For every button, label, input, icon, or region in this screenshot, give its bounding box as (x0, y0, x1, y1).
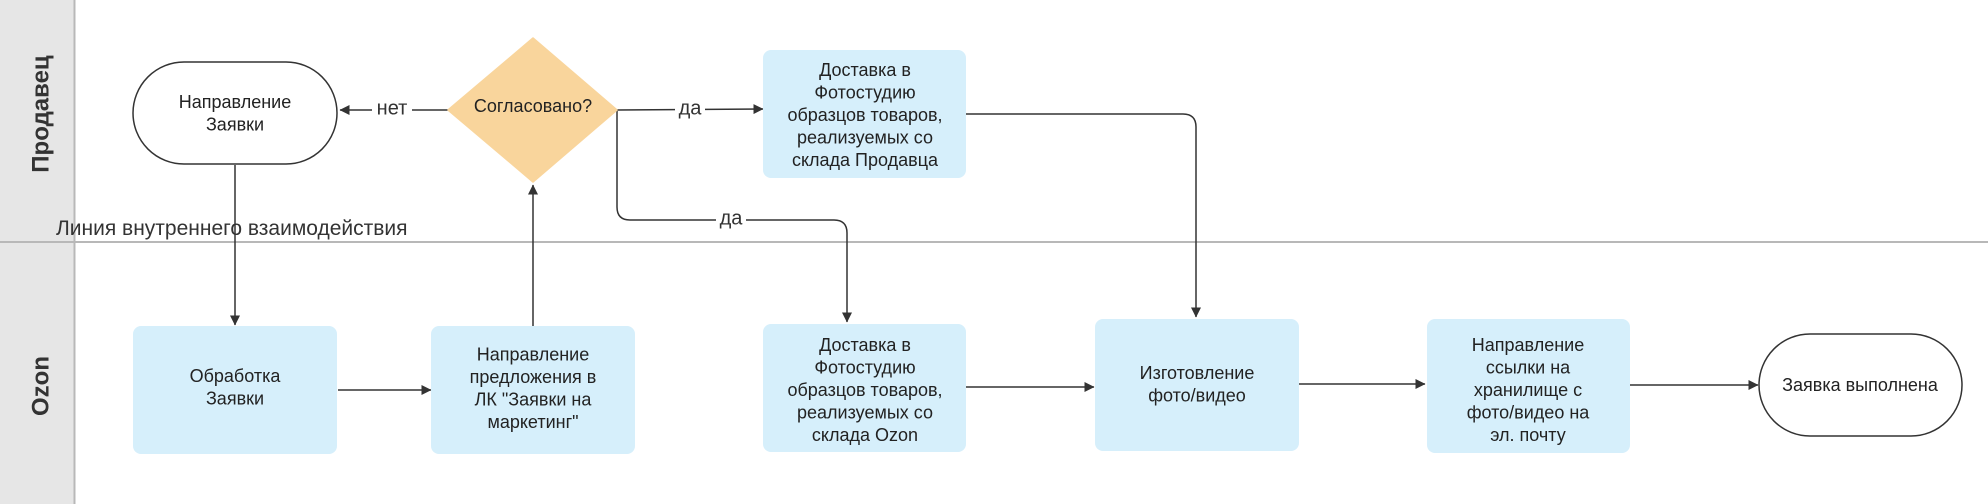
node-label-line: образцов товаров, (787, 380, 942, 400)
node-label-line: Изготовление (1140, 363, 1255, 383)
edge-delivery-to-production (966, 113, 1201, 318)
node-label-line: хранилище с (1474, 380, 1582, 400)
process-shape (763, 324, 966, 452)
process-shape (431, 326, 635, 454)
node-label-line: Заявки (206, 114, 264, 134)
node-label-line: предложения в (470, 367, 597, 387)
node-label-line: Доставка в (819, 335, 911, 355)
node-label-line: Фотостудию (814, 358, 915, 378)
decision-shape (447, 37, 618, 183)
node-label-line: Направление (1472, 335, 1584, 355)
lane-header-seller (0, 0, 74, 242)
node-label-line: Фотостудию (814, 83, 915, 103)
process-shape (1095, 319, 1299, 451)
node-label-line: Заявки (206, 388, 264, 408)
process-shape (763, 50, 966, 178)
node-label-line: Обработка (190, 366, 282, 386)
terminal-shape (132, 61, 338, 165)
node-label-line: реализуемых со (797, 128, 933, 148)
node-label-line: Направление (179, 92, 291, 112)
edge-label-yes-bottom: да (720, 207, 744, 229)
node-label-line: маркетинг" (487, 412, 578, 432)
node-label-line: Согласовано? (474, 96, 592, 116)
process-shape (133, 326, 337, 454)
node-label-line: Заявка выполнена (1782, 375, 1939, 395)
edge-label-no: нет (377, 97, 408, 119)
process-shape (1427, 319, 1630, 453)
node-label-line: ссылки на (1486, 358, 1571, 378)
lane-label-ozon: Ozon (27, 356, 54, 416)
edge-label-yes-top: да (679, 97, 703, 119)
edge-label-yes-top-bg (675, 96, 705, 122)
node-label-line: эл. почту (1490, 425, 1565, 445)
node-decision: Согласовано? (447, 37, 618, 183)
node-label-line: фото/видео на (1467, 403, 1591, 423)
boundary-label: Линия внутреннего взаимодействия (56, 217, 408, 240)
node-label-line: ЛК "Заявки на (475, 389, 593, 409)
edge-label-no-bg (372, 96, 412, 122)
node-label-line: Направление (477, 344, 589, 364)
node-done-text: Заявка выполнена (1782, 375, 1939, 395)
terminal-shape (1758, 333, 1963, 437)
node-done: Заявка выполнена (1758, 333, 1963, 437)
node-decision-text: Согласовано? (474, 96, 592, 116)
node-label-line: образцов товаров, (787, 105, 942, 125)
node-label-line: реализуемых со (797, 403, 933, 423)
node-label-line: склада Продавца (792, 150, 939, 170)
node-label-line: фото/видео (1148, 385, 1246, 405)
edge-label-yes-bottom-bg (716, 206, 746, 232)
lane-header-ozon (0, 243, 74, 504)
lane-label-seller: Продавец (27, 55, 54, 173)
node-label-line: склада Ozon (812, 425, 918, 445)
node-label-line: Доставка в (819, 60, 911, 80)
